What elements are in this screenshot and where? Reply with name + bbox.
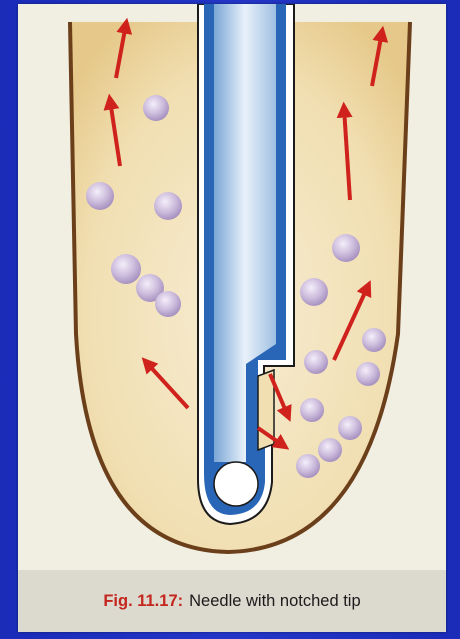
caption-number: Fig. 11.17: xyxy=(103,592,183,611)
cell xyxy=(155,291,181,317)
cell xyxy=(362,328,386,352)
cell xyxy=(356,362,380,386)
caption-text: Needle with notched tip xyxy=(189,592,361,611)
cell xyxy=(338,416,362,440)
cell xyxy=(304,350,328,374)
cell xyxy=(300,278,328,306)
cell xyxy=(296,454,320,478)
cell xyxy=(300,398,324,422)
figure-photo: Fig. 11.17: Needle with notched tip xyxy=(18,4,446,632)
figure-caption: Fig. 11.17: Needle with notched tip xyxy=(18,570,446,632)
cell xyxy=(143,95,169,121)
cell xyxy=(111,254,141,284)
cell xyxy=(318,438,342,462)
needle-diagram xyxy=(18,4,446,570)
needle-tip-bulb xyxy=(214,462,258,506)
cell xyxy=(332,234,360,262)
cell xyxy=(154,192,182,220)
cell xyxy=(86,182,114,210)
